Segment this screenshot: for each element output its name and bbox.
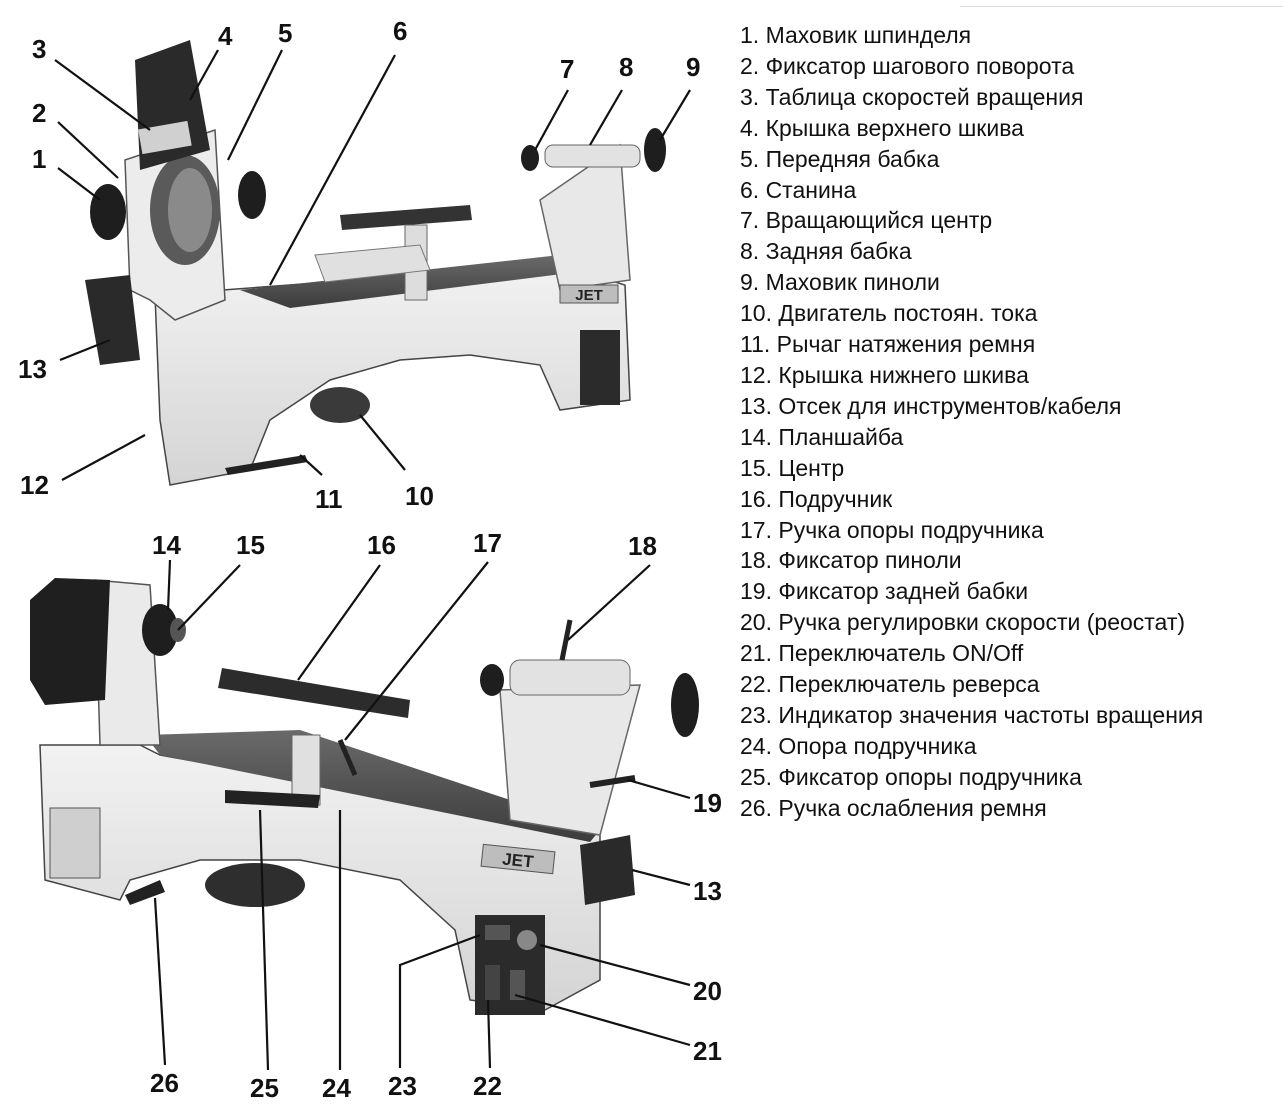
- legend-item: 12. Крышка нижнего шкива: [740, 361, 1029, 388]
- callout-1: 1: [32, 144, 46, 174]
- bottom-jet-logo: JET: [501, 849, 535, 871]
- top-control-box: [580, 330, 620, 405]
- legend-item: 25. Фиксатор опоры подручника: [740, 763, 1082, 790]
- top-leader-lines: [54, 49, 691, 481]
- legend-item: 21. Переключатель ON/Off: [740, 640, 1024, 667]
- legend-item: 11. Рычаг натяжения ремня: [740, 331, 1036, 358]
- legend-item: 22. Переключатель реверса: [740, 671, 1040, 698]
- bottom-quill-handwheel: [671, 673, 699, 737]
- callout-13-bottom: 13: [693, 876, 722, 906]
- legend-item: 18. Фиксатор пиноли: [740, 547, 962, 574]
- legend-item: 20. Ручка регулировки скорости (реостат): [740, 609, 1186, 636]
- callout-26: 26: [150, 1068, 179, 1098]
- legend-item: 19. Фиксатор задней бабки: [740, 578, 1029, 605]
- callout-12: 12: [20, 470, 49, 500]
- top-lathe-view: JET: [85, 40, 666, 486]
- callout-15: 15: [236, 530, 265, 560]
- callout-11: 11: [315, 484, 343, 514]
- callout-18: 18: [628, 531, 657, 561]
- legend-item: 23. Индикатор значения частоты вращения: [740, 701, 1204, 728]
- top-motor: [310, 387, 370, 423]
- callout-19: 19: [693, 788, 722, 818]
- legend-item: 3. Таблица скоростей вращения: [740, 83, 1084, 110]
- bottom-tailstock: [499, 684, 641, 836]
- legend-item: 24. Опора подручника: [740, 732, 977, 759]
- bottom-tool-rest: [218, 668, 410, 718]
- bottom-motor: [205, 863, 305, 907]
- callout-14: 14: [152, 530, 181, 560]
- top-spindle-handwheel: [90, 184, 126, 240]
- bottom-lathe-view: JET: [30, 578, 699, 1015]
- callout-7: 7: [560, 54, 574, 84]
- top-lathe-body: [154, 264, 631, 486]
- legend-item: 17. Ручка опоры подручника: [740, 516, 1044, 543]
- legend-item: 16. Подручник: [740, 485, 893, 512]
- legend-item: 15. Центр: [740, 454, 845, 481]
- callout-16: 16: [367, 530, 396, 560]
- lathe-diagram: JET 1 2 3 4 5 6 7 8 9 10 11: [18, 16, 722, 1103]
- callout-3: 3: [32, 34, 46, 64]
- top-callouts: 1 2 3 4 5 6 7 8 9 10 11 12 13: [18, 16, 700, 514]
- callout-10: 10: [405, 481, 434, 511]
- callout-23: 23: [388, 1071, 417, 1101]
- legend-item: 5. Передняя бабка: [740, 145, 940, 172]
- callout-8: 8: [619, 52, 633, 82]
- legend-item: 14. Планшайба: [740, 423, 904, 450]
- legend-item: 6. Станина: [740, 176, 857, 203]
- legend-item: 8. Задняя бабка: [740, 238, 912, 265]
- callout-5: 5: [278, 18, 292, 48]
- callout-24: 24: [322, 1073, 351, 1103]
- bottom-leader-lines: [153, 559, 691, 1071]
- legend-item: 2. Фиксатор шагового поворота: [740, 52, 1075, 79]
- legend-item: 1. Маховик шпинделя: [740, 22, 972, 48]
- bottom-faceplate: [142, 604, 178, 656]
- top-divider-line: [960, 6, 1283, 7]
- legend-item: 26. Ручка ослабления ремня: [740, 794, 1047, 821]
- callout-2: 2: [32, 98, 46, 128]
- legend-item: 13. Отсек для инструментов/кабеля: [740, 392, 1122, 419]
- legend-item: 9. Маховик пиноли: [740, 269, 940, 296]
- bottom-callouts: 13 14 15 16 17 18 19 20 21 22 23 24 25 2…: [150, 528, 722, 1103]
- legend-item: 10. Двигатель постоян. тока: [740, 300, 1038, 327]
- legend-item: 4. Крышка верхнего шкива: [740, 114, 1024, 141]
- top-tool-rest: [340, 205, 472, 230]
- callout-6: 6: [393, 16, 407, 46]
- callout-13-top: 13: [18, 354, 47, 384]
- callout-21: 21: [693, 1036, 722, 1066]
- bottom-lathe-bed: [145, 730, 600, 842]
- callout-22: 22: [473, 1071, 502, 1101]
- bottom-pulley-cover: [30, 578, 110, 705]
- top-jet-logo: JET: [575, 287, 603, 304]
- callout-20: 20: [693, 976, 722, 1006]
- speed-chart: [138, 120, 192, 155]
- callout-25: 25: [250, 1073, 279, 1103]
- callout-9: 9: [686, 52, 700, 82]
- parts-legend: 1. Маховик шпинделя 2. Фиксатор шагового…: [740, 20, 1280, 824]
- legend-item: 7. Вращающийся центр: [740, 207, 993, 234]
- callout-17: 17: [473, 528, 502, 558]
- callout-4: 4: [218, 21, 233, 51]
- warning-label: [49, 807, 101, 879]
